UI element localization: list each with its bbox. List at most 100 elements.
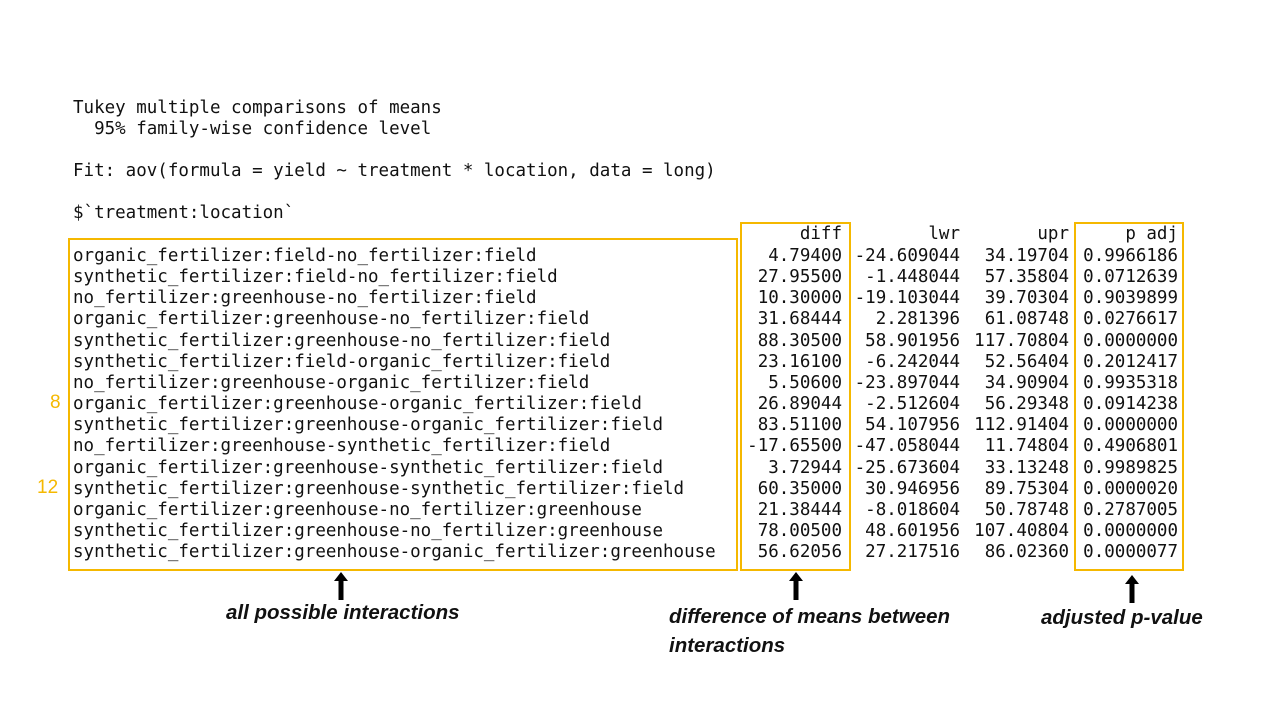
row-diff: 4.79400 — [768, 246, 842, 266]
table-row: organic_fertilizer:greenhouse-no_fertili… — [0, 309, 1280, 330]
row-label: synthetic_fertilizer:greenhouse-no_ferti… — [73, 330, 611, 351]
row-p-adj: 0.0000077 — [1083, 542, 1178, 563]
row-diff: 83.51100 — [757, 415, 842, 436]
row-p-adj: 0.9039899 — [1083, 288, 1178, 309]
header-line-2-text: 95% family-wise confidence level — [94, 119, 432, 139]
table-row: organic_fertilizer:greenhouse-no_fertili… — [0, 500, 1280, 521]
row-label: synthetic_fertilizer:greenhouse-syntheti… — [73, 478, 685, 499]
row-label: organic_fertilizer:field-no_fertilizer:f… — [73, 246, 537, 266]
row-lwr: -8.018604 — [865, 499, 960, 520]
table-row: organic_fertilizer:greenhouse-synthetic_… — [0, 458, 1280, 479]
row-marker-12: 12 — [37, 477, 59, 498]
row-diff: 88.30500 — [757, 330, 842, 351]
row-upr: 11.74804 — [984, 436, 1069, 457]
row-label: no_fertilizer:greenhouse-synthetic_ferti… — [73, 436, 611, 457]
row-p-adj: 0.9966186 — [1083, 246, 1178, 266]
table-row: synthetic_fertilizer:greenhouse-syntheti… — [0, 479, 1280, 500]
row-label: synthetic_fertilizer:greenhouse-no_ferti… — [73, 520, 664, 541]
column-header-p-adj: p adj — [1125, 224, 1178, 244]
row-p-adj: 0.9989825 — [1083, 457, 1178, 478]
row-lwr: -6.242044 — [865, 351, 960, 372]
up-arrow-icon — [1125, 575, 1139, 603]
caption-diff-line-1: difference of means between — [669, 605, 951, 628]
table-row: organic_fertilizer:field-no_fertilizer:f… — [0, 246, 1280, 267]
row-lwr: 58.901956 — [865, 330, 960, 351]
row-diff: 23.16100 — [757, 351, 842, 372]
row-p-adj: 0.0000020 — [1083, 478, 1178, 499]
caption-interactions: all possible interactions — [226, 601, 460, 624]
interactions-highlight-box — [68, 238, 738, 571]
term-line: $`treatment:location` — [73, 203, 295, 223]
results-table: organic_fertilizer:field-no_fertilizer:f… — [0, 246, 1280, 566]
row-label: no_fertilizer:greenhouse-no_fertilizer:f… — [73, 288, 537, 309]
row-upr: 57.35804 — [984, 267, 1069, 288]
row-label: synthetic_fertilizer:greenhouse-organic_… — [73, 542, 716, 563]
row-label: organic_fertilizer:greenhouse-synthetic_… — [73, 457, 664, 478]
column-header-row: diff lwr upr p adj — [0, 224, 1280, 245]
row-upr: 89.75304 — [984, 478, 1069, 499]
row-diff: 56.62056 — [757, 542, 842, 563]
row-lwr: 30.946956 — [865, 478, 960, 499]
row-label: organic_fertilizer:greenhouse-no_fertili… — [73, 499, 642, 520]
row-lwr: -25.673604 — [854, 457, 960, 478]
table-row: synthetic_fertilizer:field-no_fertilizer… — [0, 267, 1280, 288]
row-diff: 3.72944 — [768, 457, 842, 478]
row-upr: 39.70304 — [984, 288, 1069, 309]
row-lwr: -23.897044 — [854, 372, 960, 393]
row-p-adj: 0.0000000 — [1083, 520, 1178, 541]
row-upr: 34.19704 — [984, 246, 1069, 266]
up-arrow-icon — [789, 572, 803, 600]
row-diff: 21.38444 — [757, 499, 842, 520]
row-p-adj: 0.0712639 — [1083, 267, 1178, 288]
row-upr: 56.29348 — [984, 394, 1069, 415]
row-p-adj: 0.2787005 — [1083, 499, 1178, 520]
row-upr: 34.90904 — [984, 372, 1069, 393]
row-label: organic_fertilizer:greenhouse-no_fertili… — [73, 309, 590, 330]
row-label: no_fertilizer:greenhouse-organic_fertili… — [73, 372, 590, 393]
table-row: organic_fertilizer:greenhouse-organic_fe… — [0, 394, 1280, 415]
row-diff: 27.95500 — [757, 267, 842, 288]
row-upr: 50.78748 — [984, 499, 1069, 520]
row-upr: 52.56404 — [984, 351, 1069, 372]
row-lwr: -47.058044 — [854, 436, 960, 457]
table-row: no_fertilizer:greenhouse-no_fertilizer:f… — [0, 288, 1280, 309]
caption-diff-line-2: interactions — [669, 634, 786, 657]
row-lwr: -2.512604 — [865, 394, 960, 415]
table-row: no_fertilizer:greenhouse-organic_fertili… — [0, 373, 1280, 394]
row-lwr: 54.107956 — [865, 415, 960, 436]
table-row: synthetic_fertilizer:greenhouse-no_ferti… — [0, 331, 1280, 352]
row-upr: 107.40804 — [974, 520, 1069, 541]
row-label: synthetic_fertilizer:greenhouse-organic_… — [73, 415, 664, 436]
row-label: organic_fertilizer:greenhouse-organic_fe… — [73, 394, 642, 415]
column-header-lwr: lwr — [928, 224, 960, 244]
header-line-2: 95% family-wise confidence level — [73, 119, 431, 140]
row-diff: 5.50600 — [768, 372, 842, 393]
row-diff: -17.65500 — [747, 436, 842, 457]
row-p-adj: 0.0000000 — [1083, 330, 1178, 351]
row-lwr: -19.103044 — [854, 288, 960, 309]
row-diff: 26.89044 — [757, 394, 842, 415]
column-header-upr: upr — [1037, 224, 1069, 244]
row-lwr: 2.281396 — [875, 309, 960, 330]
row-p-adj: 0.0914238 — [1083, 394, 1178, 415]
fit-line: Fit: aov(formula = yield ~ treatment * l… — [73, 161, 716, 181]
column-header-diff: diff — [799, 224, 842, 244]
row-diff: 10.30000 — [757, 288, 842, 309]
table-row: synthetic_fertilizer:greenhouse-organic_… — [0, 542, 1280, 563]
row-upr: 33.13248 — [984, 457, 1069, 478]
row-diff: 60.35000 — [757, 478, 842, 499]
row-p-adj: 0.0000000 — [1083, 415, 1178, 436]
header-line-1: Tukey multiple comparisons of means — [73, 98, 442, 118]
caption-diff: difference of means between interactions — [669, 602, 950, 660]
row-p-adj: 0.2012417 — [1083, 351, 1178, 372]
row-p-adj: 0.9935318 — [1083, 372, 1178, 393]
row-diff: 78.00500 — [757, 520, 842, 541]
row-p-adj: 0.4906801 — [1083, 436, 1178, 457]
row-upr: 61.08748 — [984, 309, 1069, 330]
diff-highlight-box — [740, 222, 851, 571]
row-lwr: -1.448044 — [865, 267, 960, 288]
row-marker-8: 8 — [50, 392, 61, 413]
row-upr: 86.02360 — [984, 542, 1069, 563]
up-arrow-icon — [334, 572, 348, 600]
table-row: synthetic_fertilizer:greenhouse-no_ferti… — [0, 521, 1280, 542]
